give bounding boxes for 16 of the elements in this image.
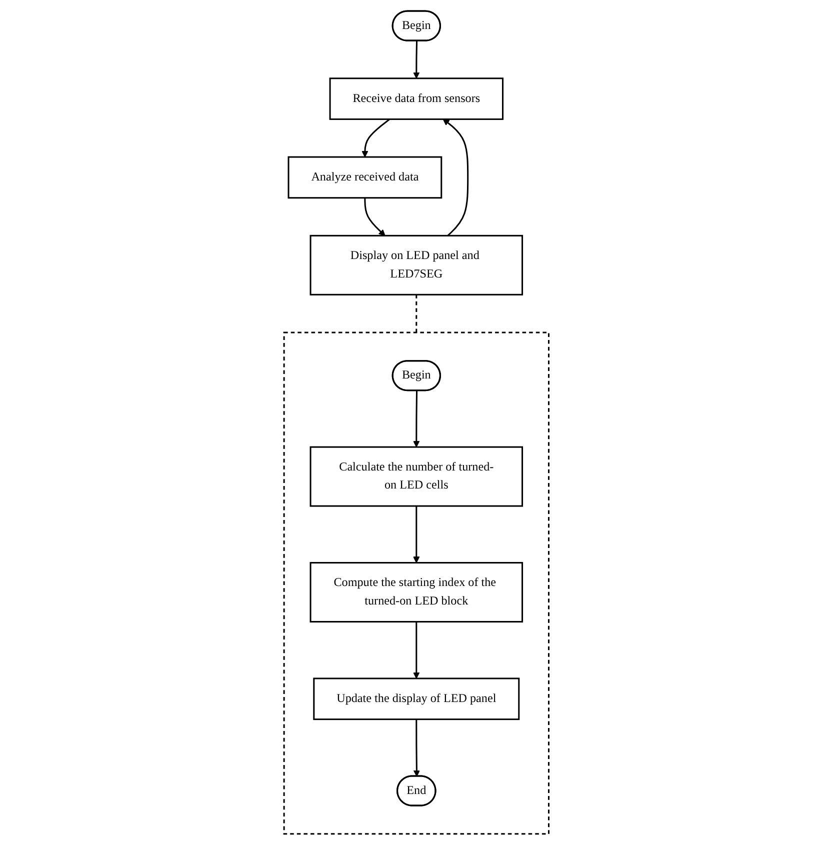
arrow bbox=[442, 118, 469, 236]
arrow bbox=[362, 118, 390, 158]
arrow bbox=[364, 198, 386, 236]
connector bbox=[416, 294, 418, 332]
node-box: Analyze received data bbox=[288, 156, 442, 199]
arrow bbox=[413, 40, 420, 79]
arrow bbox=[413, 622, 420, 679]
arrow bbox=[413, 390, 420, 448]
node-box: Compute the starting index of the turned-on LED block bbox=[310, 562, 524, 623]
arrow bbox=[413, 719, 420, 777]
arrow bbox=[413, 506, 420, 564]
node-box: Update the display of LED panel bbox=[313, 678, 520, 720]
node-box: Receive data from sensors bbox=[329, 78, 504, 120]
node-box: Display on LED panel and LED7SEG bbox=[310, 234, 524, 296]
cluster bbox=[283, 332, 550, 835]
node-box: Calculate the number of turned-on LED cells bbox=[310, 446, 524, 507]
